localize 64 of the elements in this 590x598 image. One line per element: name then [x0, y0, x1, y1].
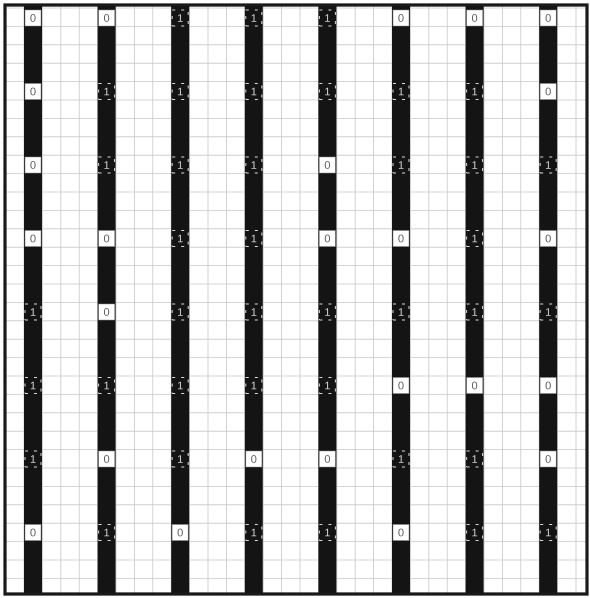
bit-label: 0 — [392, 10, 410, 26]
bit-label: 0 — [24, 524, 42, 541]
bit-label: 1 — [245, 377, 262, 394]
bit-label: 1 — [540, 304, 557, 320]
bit-label: 1 — [466, 304, 484, 320]
bit-label: 1 — [172, 304, 189, 320]
bit-label: 1 — [24, 450, 42, 468]
bit-label: 1 — [245, 156, 262, 174]
bit-label: 1 — [540, 156, 557, 174]
bit-label: 1 — [24, 377, 42, 394]
bit-label: 1 — [466, 524, 484, 541]
bit-label: 0 — [98, 230, 115, 247]
bit-label: 0 — [98, 10, 115, 26]
bit-label: 0 — [172, 524, 188, 541]
bit-label: 1 — [98, 524, 116, 541]
bit-label: 0 — [392, 524, 410, 541]
bit-label: 0 — [98, 304, 115, 320]
bit-label: 1 — [318, 83, 336, 100]
bit-label: 0 — [246, 450, 262, 468]
bit-label: 1 — [98, 377, 116, 394]
bit-label: 0 — [24, 156, 42, 174]
bit-label: 0 — [24, 83, 42, 100]
bit-label: 1 — [172, 230, 189, 247]
bit-label: 1 — [466, 450, 484, 468]
bit-label: 1 — [245, 304, 262, 320]
bit-label: 1 — [318, 10, 336, 26]
bit-label: 1 — [98, 83, 116, 100]
bit-label: 1 — [245, 83, 262, 100]
bit-label: 1 — [245, 10, 262, 26]
bit-label: 0 — [24, 230, 42, 247]
bit-label: 1 — [392, 83, 410, 100]
bit-label: 1 — [540, 524, 557, 541]
bit-label: 1 — [24, 304, 42, 320]
bit-label: 1 — [172, 10, 189, 26]
bit-label: 0 — [319, 156, 336, 174]
bit-label: 0 — [540, 10, 556, 26]
bit-label: 0 — [466, 377, 483, 394]
bit-label: 1 — [466, 230, 484, 247]
bit-label: 1 — [172, 450, 189, 468]
bit-label: 1 — [466, 83, 484, 100]
bit-label: 1 — [172, 377, 189, 394]
bit-label: 1 — [245, 524, 262, 541]
bit-label: 1 — [318, 377, 336, 394]
bit-label: 1 — [466, 156, 484, 174]
bit-label: 0 — [540, 83, 556, 100]
bit-label: 1 — [318, 524, 336, 541]
bit-label: 0 — [466, 10, 483, 26]
bit-label: 0 — [392, 377, 410, 394]
bit-label: 0 — [392, 230, 410, 247]
bit-label: 0 — [319, 450, 336, 468]
bit-label: 1 — [392, 450, 410, 468]
bit-label: 1 — [392, 304, 410, 320]
bit-label: 1 — [172, 156, 189, 174]
bit-label: 0 — [98, 450, 115, 468]
bit-label: 0 — [540, 377, 556, 394]
bit-label: 1 — [392, 156, 410, 174]
bit-label: 0 — [24, 10, 42, 26]
bit-label: 1 — [318, 304, 336, 320]
bit-label: 1 — [245, 230, 262, 247]
bit-label: 1 — [172, 83, 189, 100]
bit-label: 0 — [540, 230, 556, 247]
bit-label: 1 — [98, 156, 116, 174]
bit-label: 0 — [540, 450, 556, 468]
bit-label: 0 — [319, 230, 336, 247]
